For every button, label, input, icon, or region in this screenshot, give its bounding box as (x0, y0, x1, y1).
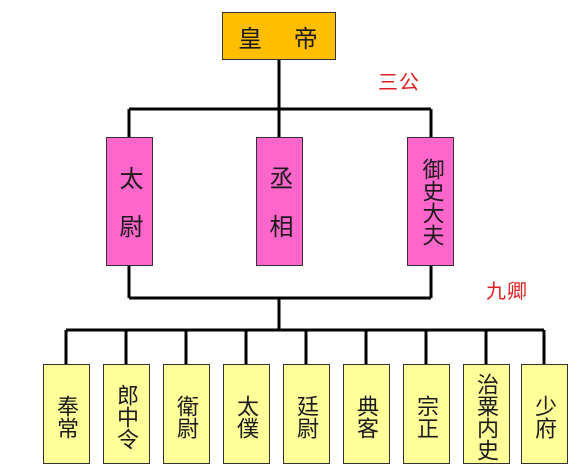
jiuqing-name: 衛尉 (173, 395, 198, 439)
jiuqing-node-langzhongling: 郎中令 (103, 364, 150, 464)
jiuqing-node-fengchang: 奉常 (43, 364, 90, 464)
sangong-name: 丞 相 (265, 165, 293, 238)
jiuqing-node-weiwei: 衛尉 (163, 364, 210, 464)
jiuqing-name: 宗正 (413, 395, 438, 439)
sangong-name: 御史大夫 (418, 157, 444, 246)
emperor-node: 皇 帝 (222, 12, 336, 60)
sangong-node-chengxiang: 丞 相 (256, 137, 303, 266)
jiuqing-name: 治粟内史 (473, 373, 498, 461)
jiuqing-node-tingwei: 廷尉 (283, 364, 330, 464)
jiuqing-name: 典客 (353, 395, 378, 439)
connector-lines (64, 60, 546, 364)
jiuqing-name: 廷尉 (293, 395, 318, 439)
jiuqing-node-dianke: 典客 (343, 364, 390, 464)
sangong-label: 三公 (378, 70, 420, 94)
sangong-name: 太 尉 (115, 165, 143, 238)
jiuqing-node-zhisuneishi: 治粟内史 (463, 364, 510, 464)
sangong-node-taiwei: 太 尉 (106, 137, 153, 266)
jiuqing-name: 奉常 (53, 395, 78, 439)
sangong-node-yushidafu: 御史大夫 (407, 137, 454, 266)
jiuqing-name: 郎中令 (113, 384, 138, 450)
jiuqing-node-shaofu: 少府 (521, 364, 568, 464)
jiuqing-name: 太僕 (233, 395, 258, 439)
jiuqing-node-zongzheng: 宗正 (403, 364, 450, 464)
jiuqing-node-taipu: 太僕 (223, 364, 270, 464)
jiuqing-label: 九卿 (486, 279, 528, 303)
emperor-label: 皇 帝 (238, 24, 330, 53)
jiuqing-name: 少府 (531, 395, 556, 439)
